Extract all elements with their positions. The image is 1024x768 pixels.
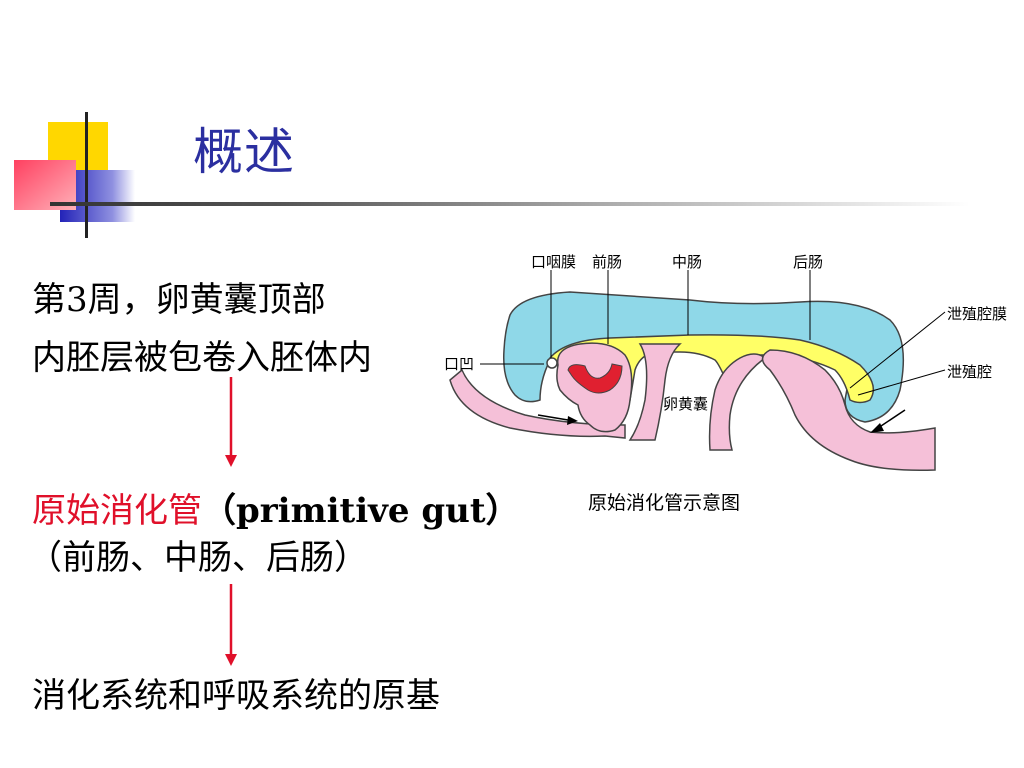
- label-foregut: 前肠: [592, 253, 623, 271]
- line5-text: 消化系统和呼吸系统的原基: [32, 676, 440, 716]
- text-line-1: 第3周，卵黄囊顶部: [32, 272, 326, 321]
- line4-text: （前肠、中肠、后肠）: [28, 538, 368, 578]
- cloacal-region: [761, 349, 936, 472]
- line1-text: 第3周，卵黄囊顶部: [32, 280, 326, 320]
- down-arrow-1: [225, 377, 237, 467]
- text-line-5: 消化系统和呼吸系统的原基: [32, 668, 440, 717]
- label-oropharyngeal-membrane: 口咽膜: [531, 253, 577, 271]
- label-hindgut: 后肠: [793, 253, 824, 271]
- oropharyngeal-membrane-point: [546, 357, 558, 369]
- yolk-sac-stalk: [628, 343, 682, 441]
- line2-text: 内胚层被包卷入胚体内: [32, 338, 372, 378]
- down-arrow-2: [225, 584, 237, 666]
- label-midgut: 中肠: [672, 253, 703, 271]
- yolk-sac-stalk-right: [708, 353, 767, 451]
- vertical-divider: [85, 112, 88, 238]
- label-cloacal-membrane: 泄殖腔膜: [947, 305, 1008, 323]
- label-yolk-sac: 卵黄囊: [663, 395, 709, 413]
- text-line-2: 内胚层被包卷入胚体内: [32, 330, 372, 379]
- red-square: [14, 160, 76, 210]
- diagram-caption: 原始消化管示意图: [588, 492, 741, 514]
- text-line-3: 原始消化管（primitive gut）: [32, 483, 520, 532]
- label-cloaca: 泄殖腔: [947, 363, 993, 381]
- text-line-4: （前肠、中肠、后肠）: [28, 530, 368, 579]
- primitive-gut-term: 原始消化管: [32, 491, 202, 531]
- ventral-body-wall-left: [449, 368, 626, 439]
- title-decoration: [0, 100, 160, 240]
- slide-title: 概述: [193, 123, 295, 181]
- heart-tube: [567, 363, 623, 394]
- primitive-gut-english: （primitive gut）: [202, 491, 520, 531]
- primitive-gut-diagram: [449, 270, 946, 472]
- title-underline: [50, 202, 970, 206]
- label-stomodeum: 口凹: [444, 355, 475, 373]
